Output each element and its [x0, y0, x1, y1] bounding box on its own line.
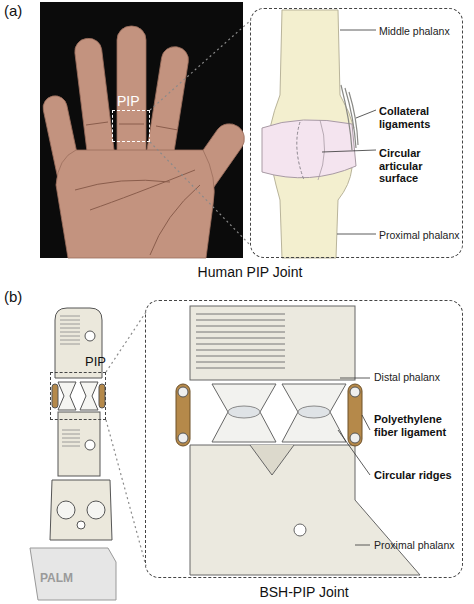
inset-panel: Distal phalanxPolyethylene fiber ligamen…	[145, 300, 463, 578]
panel-caption: BSH-PIP Joint	[204, 584, 404, 600]
connector-line	[150, 20, 251, 110]
node-label: Proximal phalanx	[374, 539, 460, 551]
connector-line	[106, 420, 146, 566]
leader-lines	[338, 378, 370, 545]
finger-grooves	[60, 316, 80, 446]
zoom-connector	[106, 312, 146, 566]
panel-letter: (a)	[4, 2, 34, 19]
hand-photo	[41, 26, 250, 258]
photo-background	[40, 2, 243, 258]
node-label: Distal phalanx	[374, 371, 460, 383]
callout-box: PIP	[50, 372, 106, 420]
node-label: PIP	[117, 93, 157, 109]
connector-line	[106, 312, 146, 372]
callout-box: PIP	[112, 110, 150, 142]
node-label: Polyethylene fiber ligament	[374, 413, 460, 438]
node-label: Collateral ligaments	[379, 105, 463, 130]
bone-illustration	[262, 10, 358, 258]
panel-letter: (b)	[4, 288, 34, 305]
inset-panel: Middle phalanxCollateral ligamentsCircul…	[250, 8, 463, 258]
node-label: PIP	[85, 355, 125, 370]
zoom-connector	[150, 20, 251, 246]
node-label: Circular ridges	[374, 469, 460, 482]
panel-caption: Human PIP Joint	[150, 264, 350, 280]
robot-finger	[30, 308, 116, 600]
node-label: Circular articular surface	[379, 147, 463, 185]
leader-lines	[322, 30, 376, 234]
connector-line	[150, 142, 251, 246]
bsh-joint-illustration	[176, 306, 420, 575]
part-label: PALM	[40, 572, 100, 586]
node-label: Middle phalanx	[379, 25, 463, 37]
node-label: Proximal phalanx	[379, 229, 463, 241]
